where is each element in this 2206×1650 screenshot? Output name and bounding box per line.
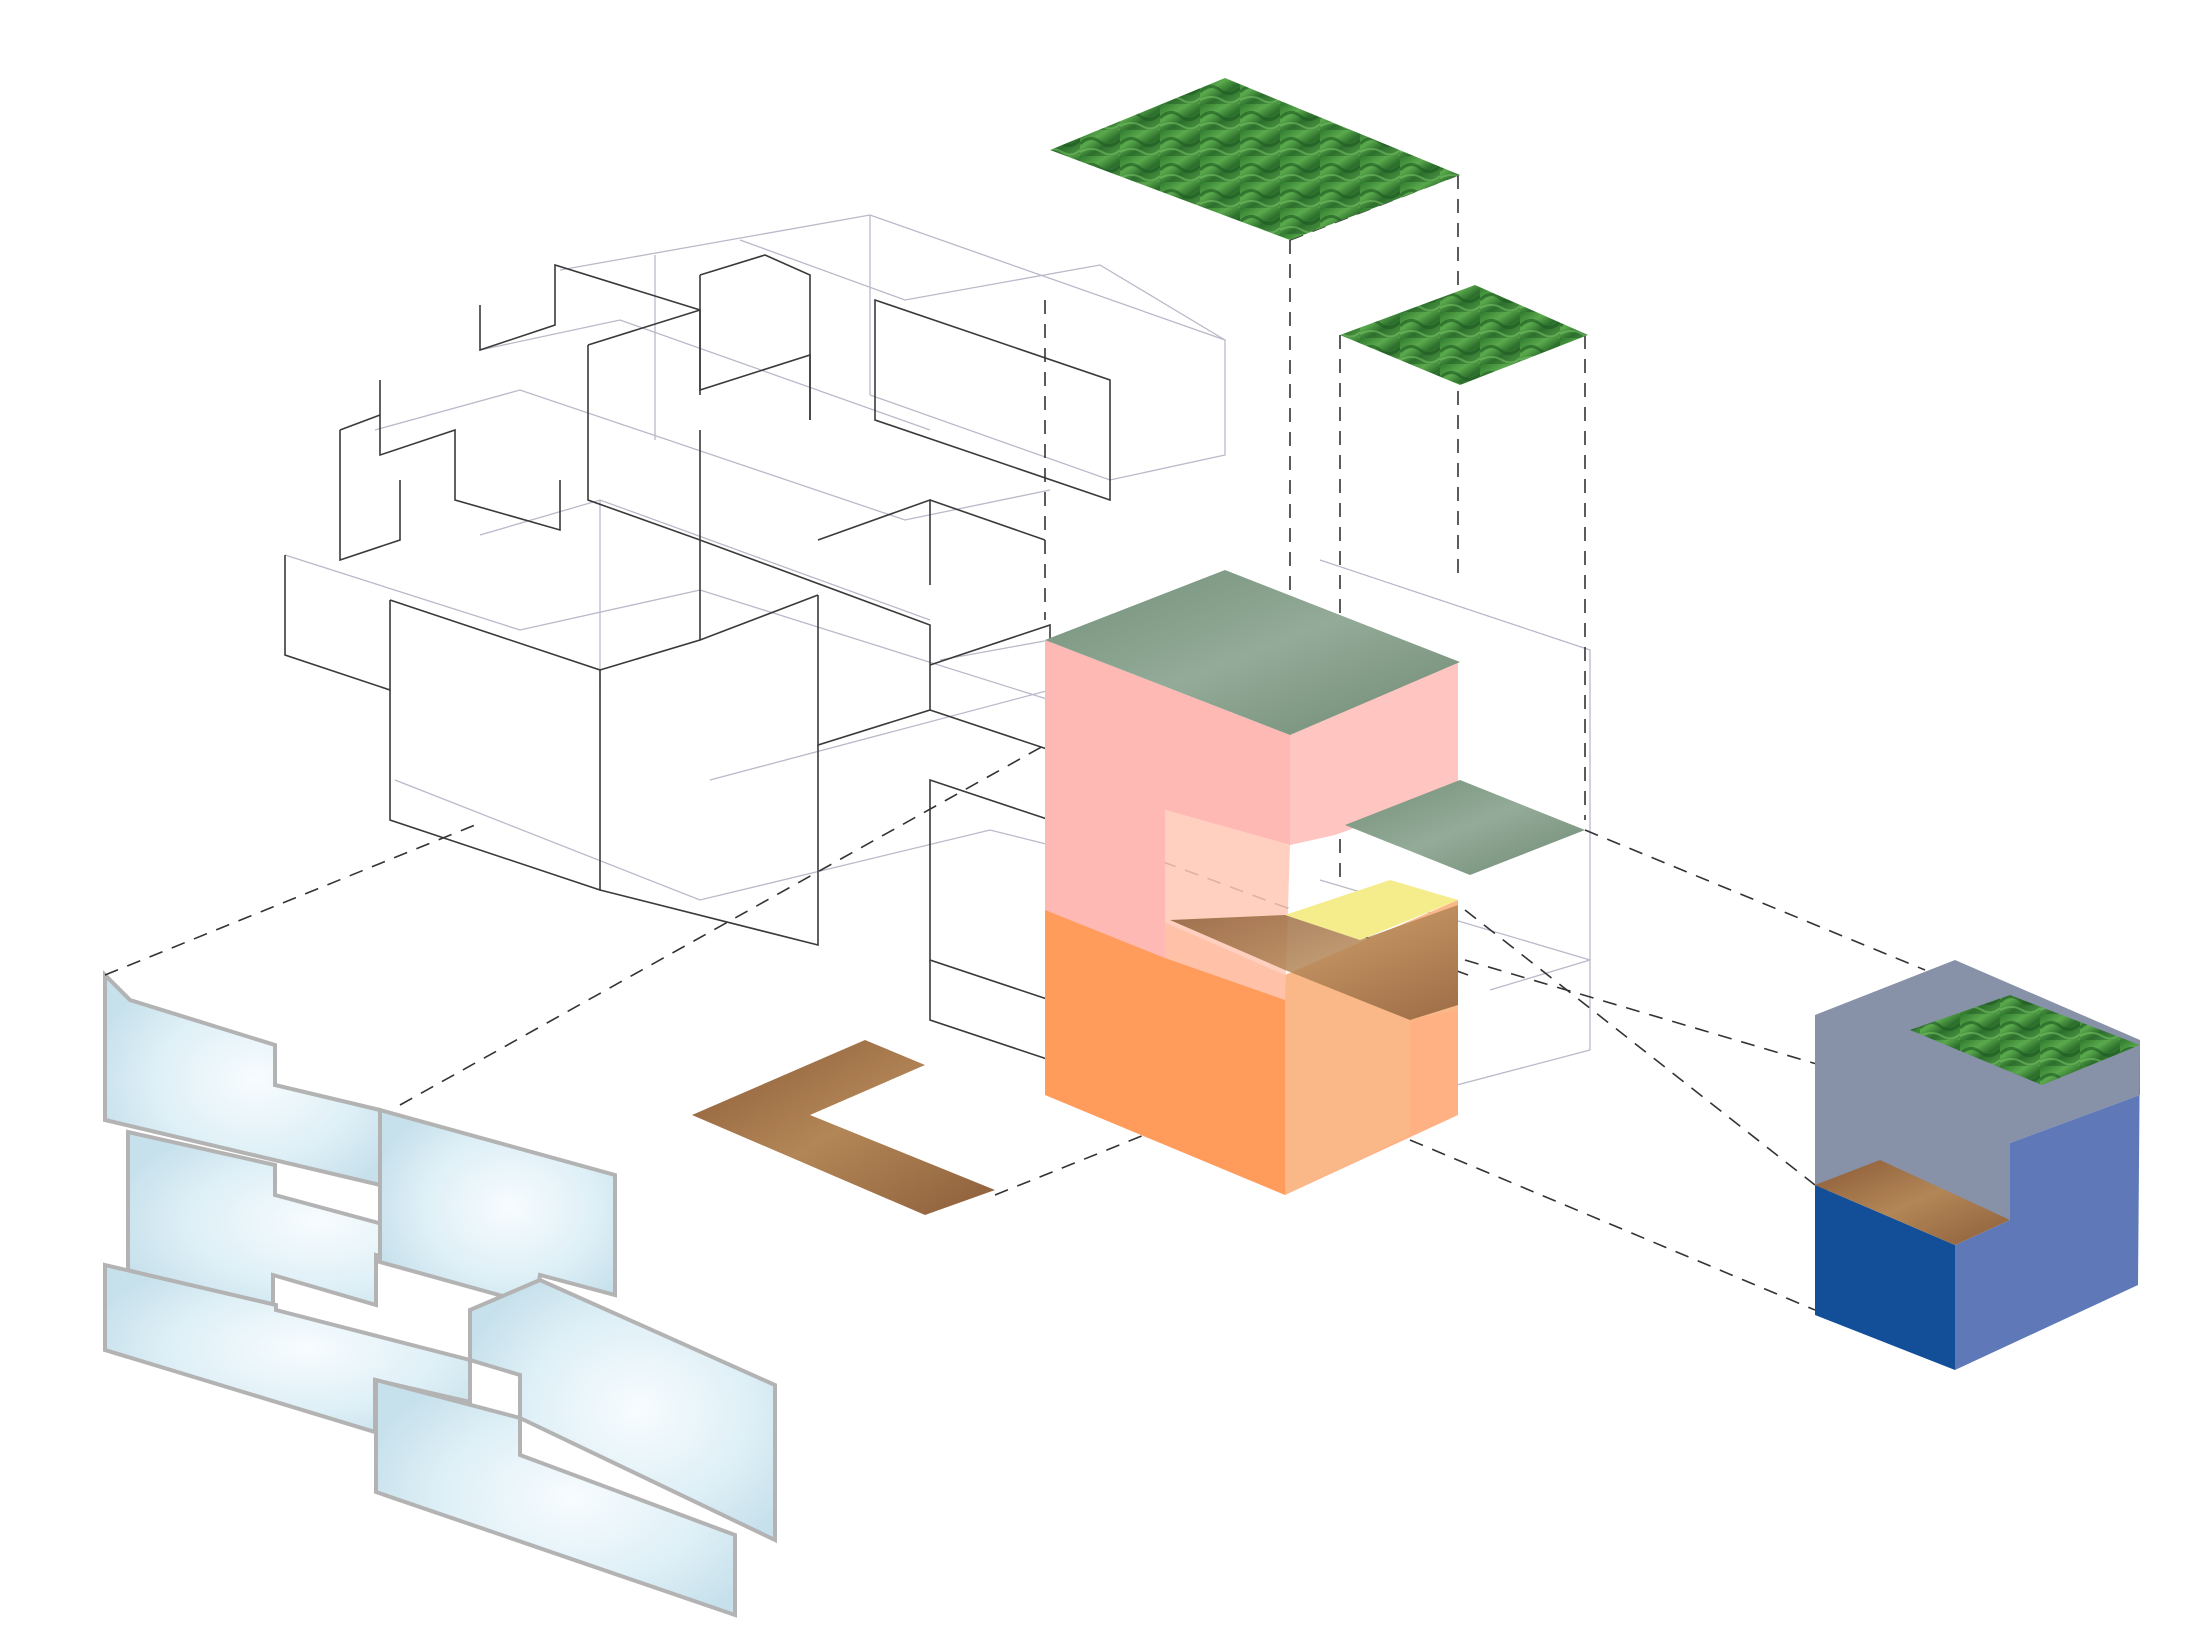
glass-panel-6	[374, 1377, 737, 1618]
glass-facade-panels	[103, 970, 777, 1618]
blue-block-front	[1815, 1185, 1955, 1370]
green-roof-small	[1340, 285, 1588, 385]
green-roof-volume-top	[1045, 570, 1460, 735]
wood-slab-mid	[1170, 905, 1458, 1020]
yellow-slab	[1285, 880, 1458, 940]
green-roof-terrace	[1345, 780, 1585, 875]
glass-panel-1	[103, 970, 382, 1188]
blue-block-side	[1955, 1040, 2140, 1370]
glass-panel-4	[103, 1262, 472, 1435]
blue-block-wood-floor	[1815, 1160, 2010, 1245]
blue-unit-module	[1815, 960, 2140, 1370]
glass-panel-5	[468, 1277, 777, 1544]
wood-floor-slab	[692, 1040, 995, 1215]
green-roof-upper	[1050, 78, 1460, 240]
blue-block-green-roof	[1910, 995, 2140, 1085]
glass-panel-3	[378, 1107, 617, 1308]
